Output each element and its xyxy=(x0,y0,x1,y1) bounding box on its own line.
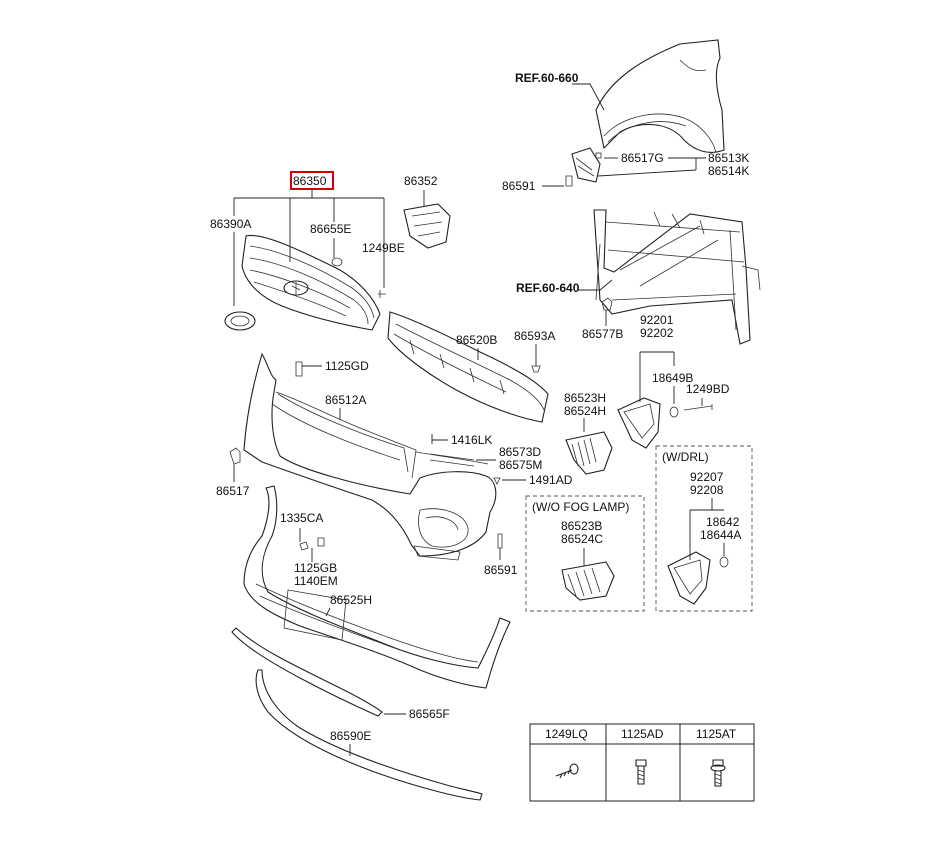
ref-fender-label: REF.60-660 xyxy=(515,71,579,85)
skid-strip-86565F-drawing xyxy=(231,627,383,717)
option-drl-title: (W/DRL) xyxy=(662,450,709,464)
label-86577B: 86577B xyxy=(582,327,623,341)
label-92207: 92207 xyxy=(690,470,724,484)
label-86512A: 86512A xyxy=(325,393,366,407)
lower-bumper-drawing xyxy=(243,485,511,689)
label-92201: 92201 xyxy=(640,313,674,327)
label-1491AD: 1491AD xyxy=(529,473,573,487)
option-box-fog xyxy=(525,495,645,612)
label-1335CA: 1335CA xyxy=(280,511,323,525)
label-1140EM: 1140EM xyxy=(294,574,338,588)
label-86513K: 86513K xyxy=(708,151,749,165)
label-1249BE: 1249BE xyxy=(362,241,405,255)
label-86390A: 86390A xyxy=(210,217,251,231)
fender-drawing xyxy=(565,39,725,187)
table-header-1125AD: 1125AD xyxy=(621,727,664,741)
label-1125GD: 1125GD xyxy=(325,359,369,373)
bracket-86352-drawing xyxy=(403,203,451,249)
label-92208: 92208 xyxy=(690,483,724,497)
label-1416LK: 1416LK xyxy=(451,433,492,447)
label-86655E: 86655E xyxy=(310,222,351,236)
lower-strip-86590E-drawing xyxy=(255,669,483,801)
bumper-cover-drawing xyxy=(243,352,497,561)
label-18649B: 18649B xyxy=(652,371,693,385)
fog-cover-86523H-drawing xyxy=(565,431,613,475)
fog-lamp-92201-drawing xyxy=(617,397,679,449)
label-86517G: 86517G xyxy=(621,151,664,165)
option-box-drl xyxy=(655,445,753,612)
drl-lamp-drawing xyxy=(667,551,729,605)
label-86565F: 86565F xyxy=(409,707,450,721)
label-86524H: 86524H xyxy=(564,404,606,418)
label-86350[interactable]: 86350 xyxy=(293,174,327,188)
label-86523B: 86523B xyxy=(561,519,602,533)
label-86517: 86517 xyxy=(216,484,250,498)
grille-drawing xyxy=(224,234,386,331)
energy-absorber-drawing xyxy=(387,311,549,423)
label-86575M: 86575M xyxy=(499,458,542,472)
label-18642: 18642 xyxy=(706,515,740,529)
bolt-icon xyxy=(635,759,647,785)
label-92202: 92202 xyxy=(640,326,674,340)
fastener-table: 1249LQ 1125AD 1125AT xyxy=(529,723,755,802)
label-86523H: 86523H xyxy=(564,391,606,405)
fog-cover-86523B-drawing xyxy=(561,561,615,601)
option-fog-title: (W/O FOG LAMP) xyxy=(532,500,629,514)
bolt-washer-icon xyxy=(710,759,726,787)
label-86593A: 86593A xyxy=(514,329,555,343)
table-header-1125AT: 1125AT xyxy=(696,727,737,741)
label-86524C: 86524C xyxy=(561,532,603,546)
radiator-support-drawing xyxy=(593,209,761,345)
label-86590E: 86590E xyxy=(330,729,371,743)
label-86591-top: 86591 xyxy=(502,179,536,193)
label-1125GB: 1125GB xyxy=(294,561,337,575)
label-1249BD: 1249BD xyxy=(686,382,730,396)
label-86591-bottom: 86591 xyxy=(484,563,518,577)
screw-icon xyxy=(555,763,579,779)
label-86573D: 86573D xyxy=(499,445,541,459)
label-86525H: 86525H xyxy=(330,593,372,607)
label-86352: 86352 xyxy=(404,174,438,188)
label-86514K: 86514K xyxy=(708,164,749,178)
ref-radiator-support-label: REF.60-640 xyxy=(516,281,580,295)
table-header-1249LQ: 1249LQ xyxy=(545,727,588,741)
label-86520B: 86520B xyxy=(456,333,497,347)
label-18644A: 18644A xyxy=(700,528,741,542)
